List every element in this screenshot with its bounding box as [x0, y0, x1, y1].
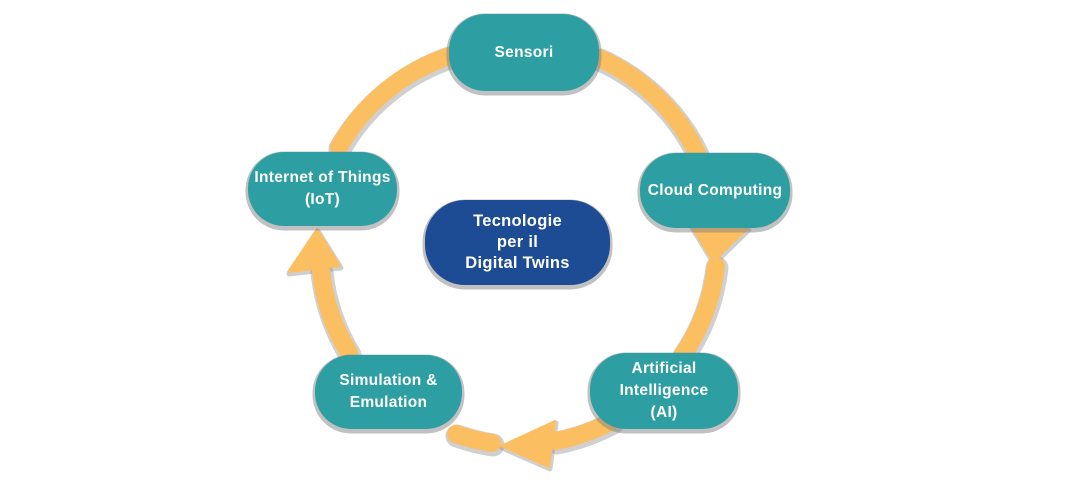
node-simulation-label-line2: Emulation	[349, 394, 428, 411]
arrowhead-ai-to-simulation-icon	[500, 420, 556, 468]
node-simulation-label-line1: Simulation &	[339, 372, 438, 389]
arrowhead-simulation-to-iot-icon	[287, 228, 341, 273]
center-title-node: Tecnologie per il Digital Twins	[425, 200, 610, 285]
node-simulation-emulation: Simulation & Emulation	[315, 355, 462, 429]
node-internet-of-things: Internet of Things (IoT)	[248, 152, 397, 226]
node-cloud-label: Cloud Computing	[647, 181, 783, 199]
arrow-ai-to-simulation-tail	[447, 425, 501, 452]
node-ai-label-line3: (AI)	[650, 404, 678, 421]
center-title-line3: Digital Twins	[465, 254, 570, 272]
node-sensori: Sensori	[449, 14, 599, 91]
arrow-cloud-to-ai	[673, 257, 725, 365]
node-iot-label-line1: Internet of Things	[254, 169, 391, 186]
node-artificial-intelligence: Artificial Intelligence (AI)	[590, 353, 738, 429]
node-sensori-label: Sensori	[494, 43, 554, 61]
node-ai-label-line1: Artificial	[631, 360, 697, 377]
node-iot-label-line2: (IoT)	[304, 191, 341, 208]
center-title-line1: Tecnologie	[473, 212, 562, 230]
center-title-line2: per il	[496, 233, 539, 251]
arrow-sensori-to-cloud	[590, 49, 706, 162]
arrow-simulation-to-iot	[312, 262, 358, 362]
node-cloud-computing: Cloud Computing	[640, 153, 790, 228]
node-ai-label-line2: Intelligence	[619, 382, 709, 399]
arrow-iot-to-sensori	[330, 47, 458, 156]
